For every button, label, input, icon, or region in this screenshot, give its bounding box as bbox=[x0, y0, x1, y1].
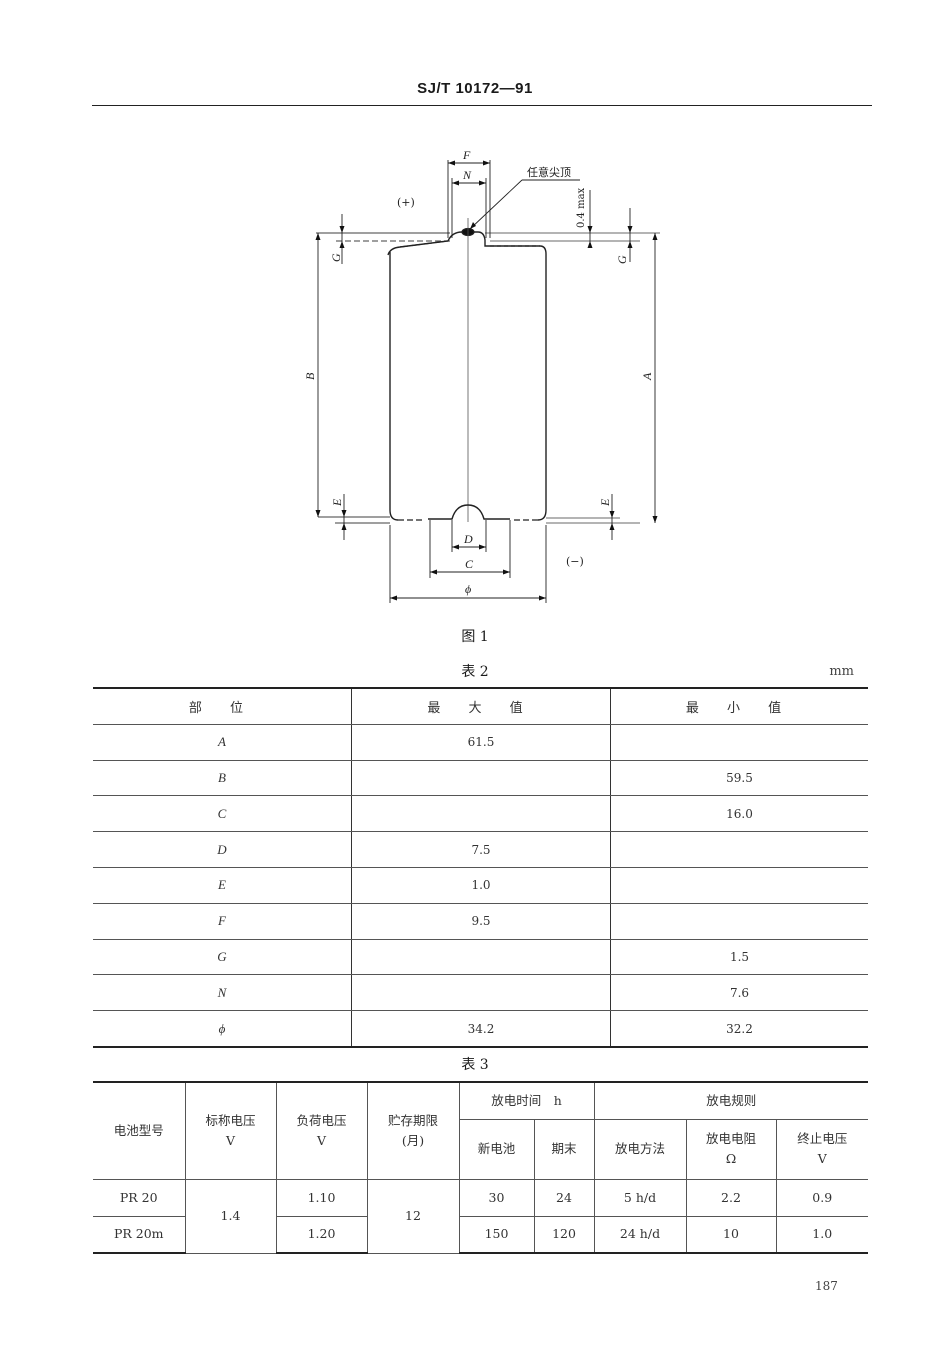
header-new-battery: 新电池 bbox=[459, 1118, 535, 1180]
column-header-part: 部 位 bbox=[93, 686, 352, 725]
header-end-of-period: 期末 bbox=[533, 1118, 595, 1180]
cell-cutoff: 0.9 bbox=[775, 1178, 868, 1217]
cell-part: G bbox=[93, 939, 352, 976]
header-storage: 贮存期限(月) bbox=[366, 1081, 460, 1180]
table-row: B 59.5 bbox=[93, 760, 868, 797]
cell-part: ϕ bbox=[93, 1010, 352, 1048]
cell-resistance: 2.2 bbox=[685, 1178, 777, 1217]
cell-new: 30 bbox=[458, 1178, 535, 1217]
table-row: F 9.5 bbox=[93, 903, 868, 940]
cell-end: 120 bbox=[533, 1215, 595, 1254]
cell-min: 32.2 bbox=[610, 1010, 868, 1048]
cell-min: 16.0 bbox=[610, 795, 868, 833]
battery-dimension-drawing: F N 任意尖顶 (+) (−) 0.4 max G G B A E E D C… bbox=[303, 148, 660, 603]
table-row: PR 20 1.4 1.10 12 30 24 5 h/d 2.2 0.9 bbox=[93, 1178, 868, 1254]
standard-code-header: SJ/T 10172—91 bbox=[417, 80, 533, 97]
page-number: 187 bbox=[815, 1279, 838, 1293]
cell-model: PR 20m bbox=[93, 1215, 186, 1254]
column-header-max: 最 大 值 bbox=[351, 686, 611, 725]
cell-method: 5 h/d bbox=[593, 1178, 687, 1217]
header-discharge-rules: 放电规则 bbox=[593, 1081, 868, 1120]
table-row: ϕ 34.2 32.2 bbox=[93, 1010, 868, 1048]
label-G-left: G bbox=[329, 253, 343, 262]
cell-storage: 12 bbox=[366, 1178, 460, 1254]
cell-cutoff: 1.0 bbox=[775, 1215, 868, 1254]
label-N: N bbox=[462, 168, 472, 182]
cell-load-voltage: 1.20 bbox=[275, 1215, 368, 1254]
column-header-min: 最 小 值 bbox=[610, 686, 868, 725]
tip-note-label: 任意尖顶 bbox=[527, 165, 571, 179]
table-row: PR 20m 1.20 150 120 24 h/d 10 1.0 bbox=[93, 1215, 868, 1254]
tolerance-label: 0.4 max bbox=[576, 187, 587, 228]
figure-caption: 图 1 bbox=[461, 629, 489, 645]
dimensions-table: 部 位 最 大 值 最 小 值 A 61.5 B 59.5 C 16.0 D 7… bbox=[93, 686, 868, 1048]
cell-nominal-voltage: 1.4 bbox=[184, 1178, 277, 1254]
label-D: D bbox=[463, 532, 473, 546]
table-row: E 1.0 bbox=[93, 867, 868, 904]
cell-load-voltage: 1.10 bbox=[275, 1178, 368, 1217]
cell-end: 24 bbox=[533, 1178, 595, 1217]
cell-max: 61.5 bbox=[351, 724, 611, 761]
header-rule bbox=[92, 105, 872, 106]
cell-min: 7.6 bbox=[610, 974, 868, 1012]
cell-resistance: 10 bbox=[685, 1215, 777, 1254]
label-E-left: E bbox=[330, 498, 344, 507]
cell-part: A bbox=[93, 724, 352, 761]
cell-part: E bbox=[93, 867, 352, 904]
table2-caption: 表 2 bbox=[461, 664, 489, 680]
cell-model: PR 20 bbox=[93, 1178, 186, 1217]
cell-part: F bbox=[93, 903, 352, 940]
table3-caption: 表 3 bbox=[461, 1057, 489, 1073]
table2-unit: mm bbox=[829, 664, 854, 679]
cell-part: D bbox=[93, 831, 352, 868]
table-header-row: 部 位 最 大 值 最 小 值 bbox=[93, 686, 868, 725]
cell-min: 1.5 bbox=[610, 939, 868, 976]
table-row: D 7.5 bbox=[93, 831, 868, 868]
header-model: 电池型号 bbox=[93, 1081, 186, 1180]
cell-max bbox=[351, 760, 611, 797]
cell-max bbox=[351, 974, 611, 1012]
table-row: G 1.5 bbox=[93, 939, 868, 976]
cell-new: 150 bbox=[458, 1215, 535, 1254]
label-G-right: G bbox=[615, 255, 629, 264]
label-A: A bbox=[640, 372, 654, 381]
cell-min bbox=[610, 831, 868, 868]
table-row: A 61.5 bbox=[93, 724, 868, 761]
cell-max bbox=[351, 795, 611, 833]
header-discharge-time: 放电时间 h bbox=[458, 1081, 595, 1120]
cell-min bbox=[610, 867, 868, 904]
label-phi: ϕ bbox=[465, 582, 471, 596]
cell-min bbox=[610, 903, 868, 940]
cell-max: 7.5 bbox=[351, 831, 611, 868]
cell-method: 24 h/d bbox=[593, 1215, 687, 1254]
cell-max: 1.0 bbox=[351, 867, 611, 904]
cell-max: 9.5 bbox=[351, 903, 611, 940]
label-E-right: E bbox=[598, 498, 612, 507]
table-row: C 16.0 bbox=[93, 795, 868, 833]
cell-part: N bbox=[93, 974, 352, 1012]
negative-terminal-label: (−) bbox=[566, 555, 584, 568]
cell-min: 59.5 bbox=[610, 760, 868, 797]
positive-terminal-label: (+) bbox=[397, 196, 415, 209]
cell-max: 34.2 bbox=[351, 1010, 611, 1048]
cell-part: B bbox=[93, 760, 352, 797]
label-F: F bbox=[462, 148, 471, 162]
table-row: N 7.6 bbox=[93, 974, 868, 1012]
label-B: B bbox=[303, 372, 317, 380]
cell-min bbox=[610, 724, 868, 761]
cell-part: C bbox=[93, 795, 352, 833]
cell-max bbox=[351, 939, 611, 976]
label-C: C bbox=[465, 557, 474, 571]
header-method: 放电方法 bbox=[593, 1118, 687, 1180]
